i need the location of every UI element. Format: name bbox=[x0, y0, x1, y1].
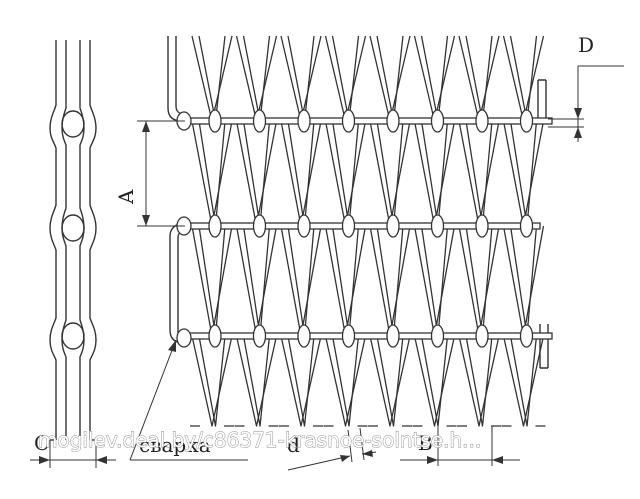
hook-left-mid-inner bbox=[177, 230, 185, 339]
dim-small-d-line bbox=[287, 455, 351, 471]
dim-small-d-ext-2 bbox=[359, 427, 365, 461]
spiral-loop-1-3 bbox=[208, 324, 222, 348]
spiral-loop-4-3 bbox=[341, 324, 356, 348]
side-rod-2 bbox=[61, 214, 85, 242]
cross-rods bbox=[179, 117, 553, 340]
label-d-lower: d bbox=[287, 433, 300, 457]
label-b: B bbox=[418, 431, 433, 455]
spiral-loop-5-2 bbox=[386, 214, 400, 238]
spiral-loop-8-1 bbox=[519, 109, 534, 133]
spiral-loop-7-1 bbox=[475, 109, 489, 133]
rod-end-hooks bbox=[167, 36, 549, 369]
weld-leader bbox=[129, 339, 177, 461]
dim-small-d-arrow-1 bbox=[340, 455, 350, 462]
label-a: A bbox=[114, 189, 138, 205]
dim-a-arrow-bottom bbox=[142, 215, 150, 226]
label-c: C bbox=[34, 431, 49, 455]
spiral-loop-7-3 bbox=[475, 324, 489, 348]
spiral-loop-2-2 bbox=[252, 214, 267, 238]
spiral-loop-6-1 bbox=[430, 109, 445, 133]
spiral-loop-3-3 bbox=[297, 324, 311, 348]
spiral-loop-3-1 bbox=[297, 109, 311, 133]
side-rod-3 bbox=[61, 322, 85, 350]
dim-d-arrow-bottom bbox=[574, 127, 582, 138]
spiral-loop-8-3 bbox=[519, 324, 534, 348]
dimension-lines bbox=[30, 65, 624, 471]
dim-d-arrow-top bbox=[574, 108, 582, 119]
spiral-loop-8-2 bbox=[519, 214, 534, 238]
side-strand-4 bbox=[89, 40, 97, 440]
spiral-loop-6-2 bbox=[430, 214, 445, 238]
side-rod-1 bbox=[61, 110, 85, 138]
dim-b-arrow-left bbox=[427, 456, 438, 464]
spiral-loop-1-2 bbox=[208, 214, 222, 238]
hook-right-bottom bbox=[539, 324, 549, 369]
weld-leader-arrow bbox=[168, 340, 176, 352]
spiral-loop-5-1 bbox=[386, 109, 400, 133]
spiral-loop-2-3 bbox=[252, 324, 267, 348]
side-strand-2 bbox=[61, 40, 67, 440]
spiral-loop-5-3 bbox=[386, 324, 400, 348]
dim-c-arrow-right bbox=[96, 456, 107, 464]
hook-left-top bbox=[167, 36, 183, 122]
hook-left-mid bbox=[169, 223, 185, 344]
spiral-loop-1-1 bbox=[208, 109, 222, 133]
spiral-loop-4-1 bbox=[341, 109, 356, 133]
dim-a-arrow-top bbox=[142, 121, 150, 132]
spiral-loop-4-2 bbox=[341, 214, 356, 238]
watermark: mogilev.deal.by/c86371-krasnoe-solntse.h… bbox=[38, 428, 481, 452]
side-strand-1 bbox=[49, 40, 57, 440]
label-d-upper: D bbox=[578, 33, 594, 57]
hook-right-top bbox=[537, 79, 547, 118]
hook-left-top-inner bbox=[175, 36, 185, 115]
spiral-loop-3-2 bbox=[297, 214, 311, 238]
label-weld: сварка bbox=[139, 433, 211, 457]
side-view bbox=[49, 40, 97, 441]
side-strand-3 bbox=[79, 40, 85, 440]
cross-rod-3 bbox=[179, 332, 553, 340]
dim-small-d-arrow-2 bbox=[362, 450, 373, 457]
spiral-wires bbox=[190, 35, 546, 427]
dim-small-d-ext-1 bbox=[347, 429, 353, 463]
cross-rod-1 bbox=[179, 117, 553, 125]
spiral-loop-7-2 bbox=[475, 214, 489, 238]
dim-c-arrow-left bbox=[39, 456, 50, 464]
dim-b-arrow-right bbox=[492, 456, 503, 464]
weld-blob-3 bbox=[176, 328, 192, 348]
spiral-loop-6-3 bbox=[430, 324, 445, 348]
spiral-loop-2-1 bbox=[252, 109, 267, 133]
